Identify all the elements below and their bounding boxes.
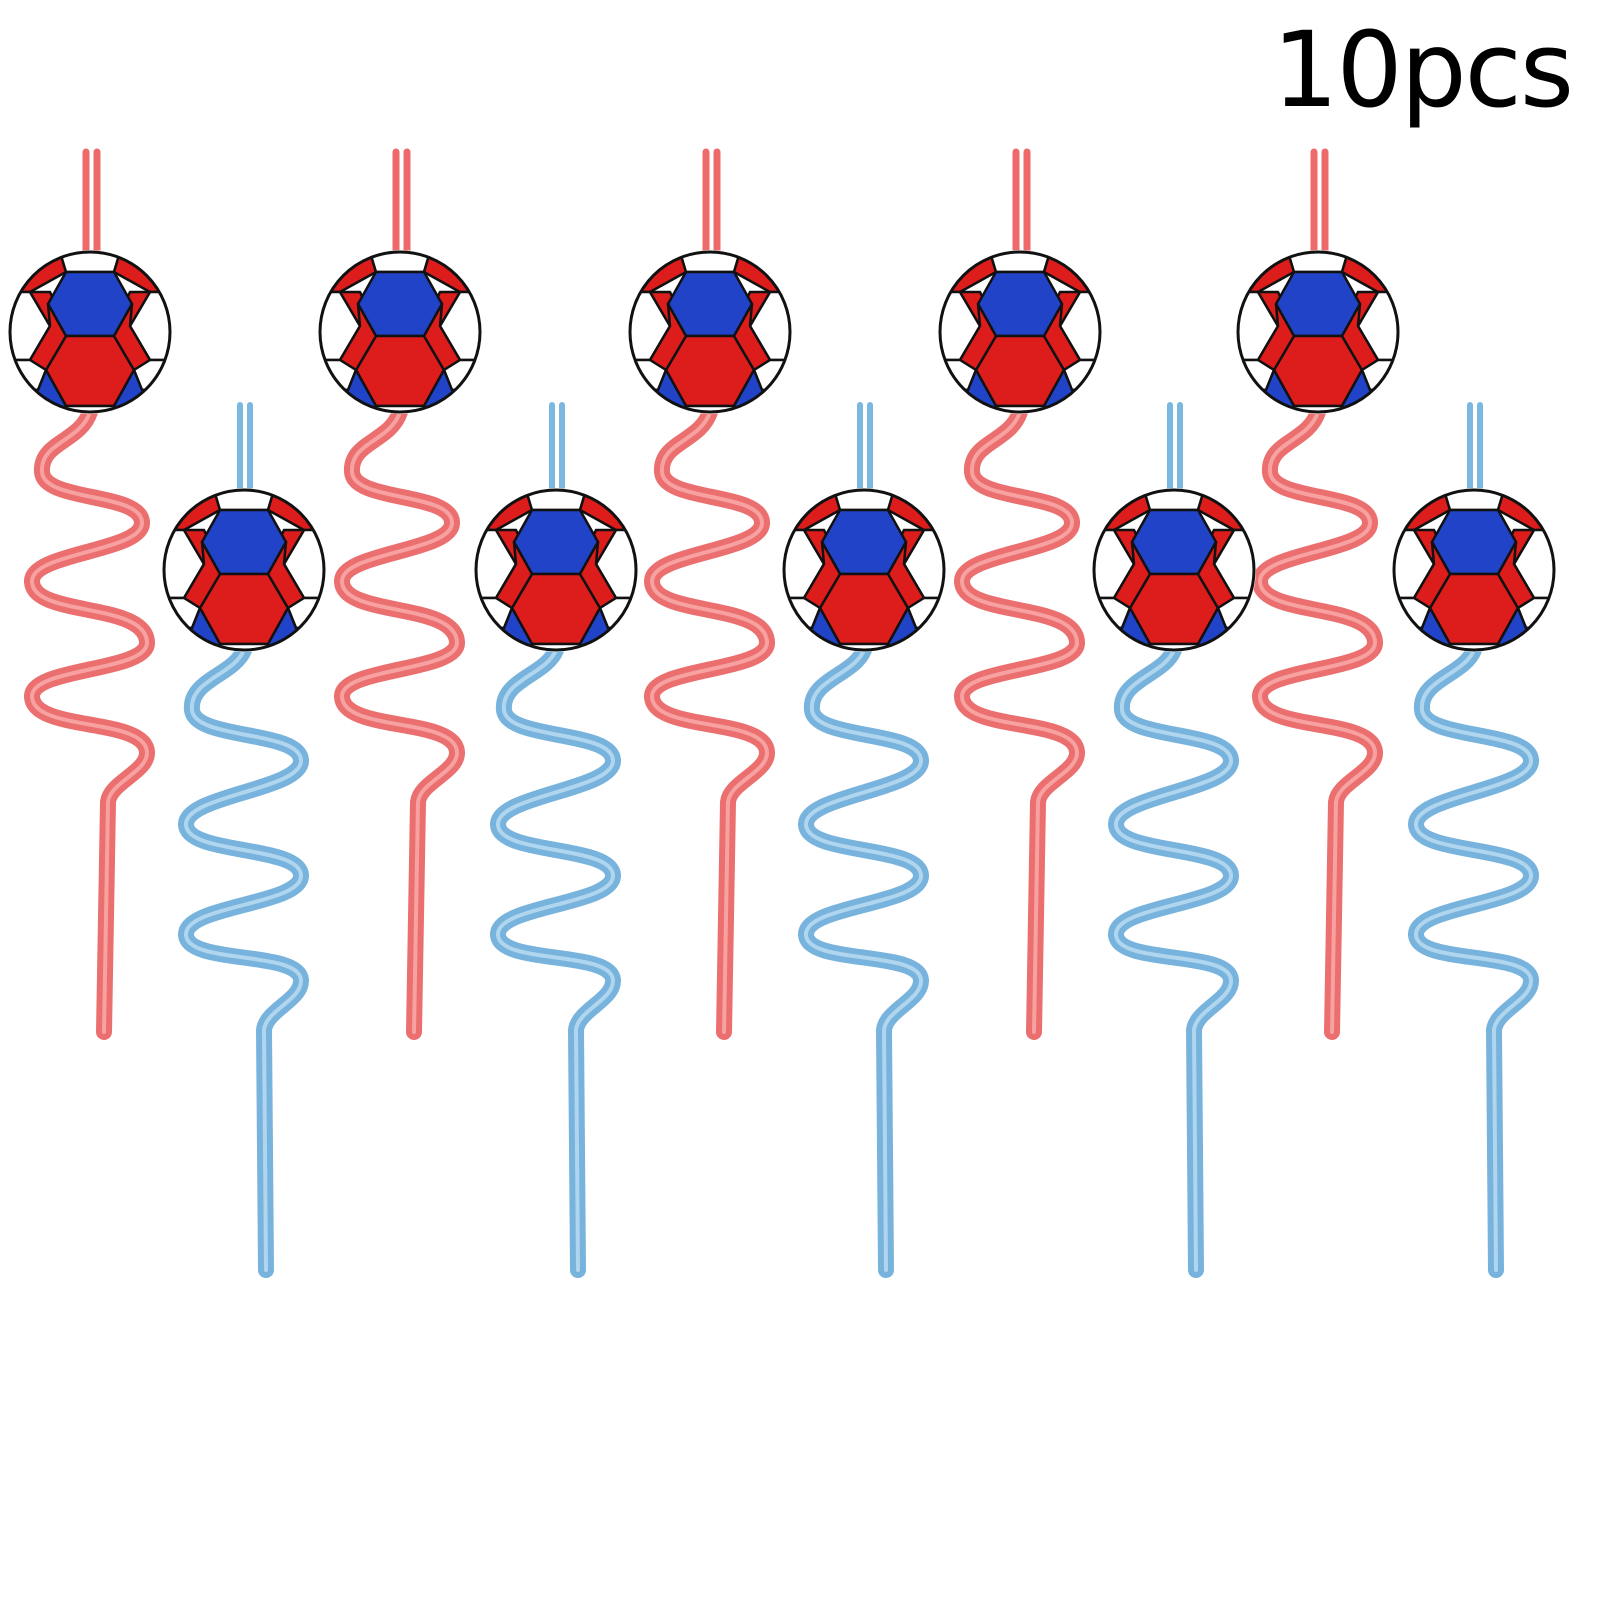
blue-straw-5 xyxy=(1392,405,1556,1270)
blue-straw-3 xyxy=(782,405,946,1270)
blue-straw-4 xyxy=(1092,405,1256,1270)
red-straw-3 xyxy=(628,152,792,1032)
red-straw-5 xyxy=(1236,152,1400,1032)
quantity-label: 10pcs xyxy=(1272,9,1574,131)
blue-straw-1 xyxy=(162,405,326,1270)
blue-straw-2 xyxy=(474,405,638,1270)
red-straw-4 xyxy=(938,152,1102,1032)
red-straw-2 xyxy=(318,152,482,1032)
red-straw-1 xyxy=(8,152,172,1032)
